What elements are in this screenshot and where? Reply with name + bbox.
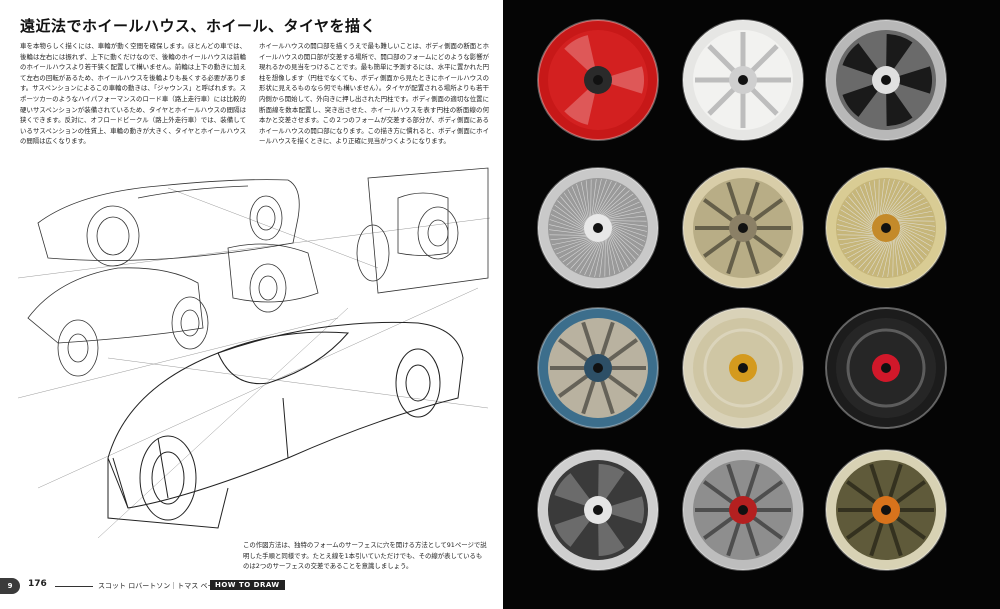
left-page: 遠近法でホイールハウス、ホイール、タイヤを描く 車を本物らしく描くには、車輪が動… [0, 17, 503, 594]
bronze-spoke-wheel [824, 448, 948, 572]
page-footer: 9 176 スコット ロバートソン｜トマス ベートリング HOW TO DRAW [0, 578, 503, 594]
page-number: 176 [28, 579, 47, 589]
sketch-car-top-left [37, 179, 300, 267]
white-slot-wheel [681, 18, 805, 142]
body-text-column-2: ホイールハウスの開口部を描くうえで最も難しいことは、ボディ側面の断面とホイールハ… [259, 42, 489, 146]
right-page-wheel-gallery [503, 0, 1000, 609]
blue-rim-wheel [536, 306, 660, 430]
wire-spoke-wheel [536, 166, 660, 290]
chrome-cutout-wheel [824, 18, 948, 142]
gold-ten-spoke-wheel [681, 166, 805, 290]
figure-caption: この作図方法は、独特のフォームのサーフェスに穴を開ける方法として91ページで説明… [243, 541, 487, 571]
red-hub-wheel [536, 18, 660, 142]
body-text-column-1: 車を本物らしく描くには、車輪が動く空間を確保します。ほとんどの車では、後輪は左右… [20, 42, 246, 146]
footer-rule [55, 586, 93, 587]
sketch-sports-car-main [107, 321, 464, 529]
black-steel-wheel [824, 306, 948, 430]
turbine-wheel [536, 448, 660, 572]
book-logo: HOW TO DRAW [210, 580, 285, 590]
gold-wire-wheel [824, 166, 948, 290]
car-perspective-sketch [18, 167, 490, 538]
disc-brake-wheel [681, 448, 805, 572]
gold-center-wheel [681, 306, 805, 430]
sketch-car-middle [27, 243, 319, 377]
sketch-car-top-right [356, 167, 489, 294]
chapter-tab: 9 [0, 578, 20, 594]
page-title: 遠近法でホイールハウス、ホイール、タイヤを描く [20, 17, 377, 35]
footer-authors: スコット ロバートソン｜トマス ベートリング [98, 582, 243, 590]
